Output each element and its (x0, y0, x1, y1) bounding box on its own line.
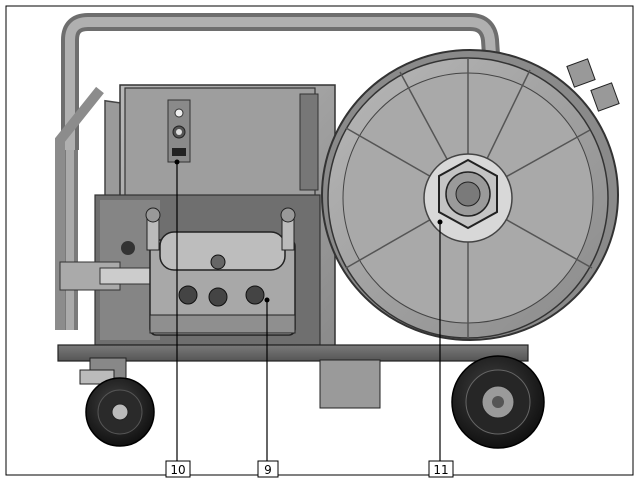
callout-dot-11 (437, 219, 443, 225)
control-panel (167, 99, 191, 163)
figure-frame (5, 5, 634, 476)
callout-box-11: 11 (428, 460, 454, 478)
wire-spool-hub (423, 153, 513, 243)
wire-feed-rollers (145, 207, 296, 336)
callout-label-10: 10 (170, 463, 185, 477)
caster-wheel (79, 369, 155, 447)
callout-box-9: 9 (257, 460, 279, 478)
rear-wheel (451, 355, 545, 449)
callout-label-9: 9 (264, 463, 272, 477)
callout-dot-9 (264, 297, 270, 303)
callout-box-10: 10 (165, 460, 191, 478)
gas-connectors (566, 58, 620, 112)
callout-dot-10 (174, 159, 180, 165)
callout-label-11: 11 (433, 463, 448, 477)
base-frame (57, 344, 529, 409)
